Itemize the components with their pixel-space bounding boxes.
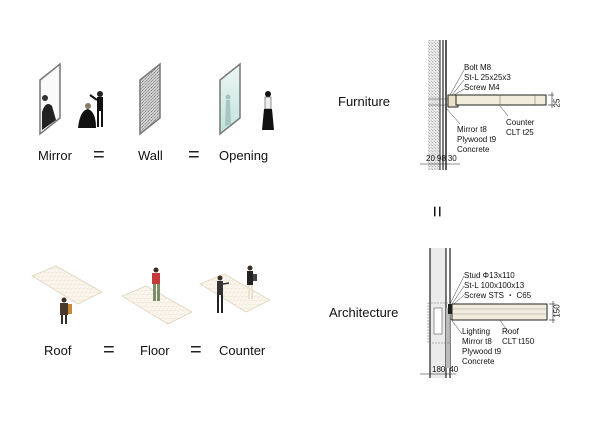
dimensions-bottom: 180 40 bbox=[432, 365, 458, 375]
roof-plane-icon bbox=[31, 265, 103, 324]
callout-concrete: Concrete bbox=[462, 357, 495, 366]
callout-clt: CLT t25 bbox=[506, 128, 534, 137]
callout-screw: Screw M4 bbox=[464, 83, 500, 92]
callout-stud: Stud Φ13x110 bbox=[464, 271, 515, 280]
dimension-value: 98 bbox=[436, 154, 446, 163]
floor-label: Floor bbox=[140, 343, 170, 358]
mirror-label: Mirror bbox=[38, 148, 72, 163]
callout-mirror: Mirror t8 bbox=[457, 125, 487, 134]
dimension-value: 40 bbox=[449, 365, 459, 374]
furniture-section-drawing bbox=[420, 40, 554, 170]
furniture-callouts-top: Bolt M8 St-L 25x25x3 Screw M4 bbox=[464, 63, 511, 93]
dimension-value: 180 bbox=[432, 365, 446, 374]
architecture-title: Architecture bbox=[329, 305, 399, 320]
dimension-thickness: 150 bbox=[552, 304, 562, 318]
glass-opening-icon bbox=[219, 62, 274, 136]
dimension-value: 30 bbox=[447, 154, 457, 163]
callout-mirror: Mirror t8 bbox=[462, 337, 492, 346]
mirror-panel-icon bbox=[39, 62, 103, 136]
callout-counter: Counter bbox=[506, 118, 535, 127]
callout-plywood: Plywood t9 bbox=[457, 135, 497, 144]
counter-label: Counter bbox=[219, 343, 266, 358]
furniture-callouts-left: Mirror t8 Plywood t9 Concrete bbox=[457, 125, 496, 155]
callout-roof: Roof bbox=[502, 327, 519, 336]
callout-bolt: Bolt M8 bbox=[464, 63, 492, 72]
equals-sign: = bbox=[188, 144, 200, 166]
architecture-section-drawing bbox=[420, 248, 555, 378]
furniture-title: Furniture bbox=[338, 94, 391, 109]
architecture-callouts-left: Lighting Mirror t8 Plywood t9 Concrete bbox=[462, 327, 501, 367]
wall-label: Wall bbox=[138, 148, 163, 163]
dimension-thickness: 25 bbox=[552, 98, 562, 108]
opening-label: Opening bbox=[219, 148, 269, 163]
dimension-value: 20 bbox=[426, 154, 435, 163]
callout-lighting: Lighting bbox=[462, 327, 491, 336]
architecture-callouts-top: Stud Φ13x110 St-L 100x100x13 Screw STS ・… bbox=[464, 271, 531, 301]
equals-sign: = bbox=[93, 144, 105, 166]
callout-steel-angle: St-L 100x100x13 bbox=[464, 281, 525, 290]
textured-wall-icon bbox=[139, 62, 161, 136]
callout-screw: Screw STS ・ C65 bbox=[464, 291, 532, 300]
equals-sign: = bbox=[190, 339, 202, 361]
callout-clt: CLT t150 bbox=[502, 337, 535, 346]
callout-concrete: Concrete bbox=[457, 145, 490, 154]
roof-label: Roof bbox=[44, 343, 72, 358]
dimensions-bottom: 20 98 30 bbox=[426, 154, 457, 164]
furniture-callouts-right: Counter CLT t25 bbox=[506, 118, 534, 138]
callout-plywood: Plywood t9 bbox=[462, 347, 502, 356]
callout-steel-angle: St-L 25x25x3 bbox=[464, 73, 511, 82]
architecture-callouts-right: Roof CLT t150 bbox=[502, 327, 534, 347]
counter-plane-icon bbox=[199, 265, 271, 313]
vertical-equals-sign: = bbox=[425, 205, 448, 218]
floor-plane-icon bbox=[121, 267, 193, 325]
equals-sign: = bbox=[103, 339, 115, 361]
